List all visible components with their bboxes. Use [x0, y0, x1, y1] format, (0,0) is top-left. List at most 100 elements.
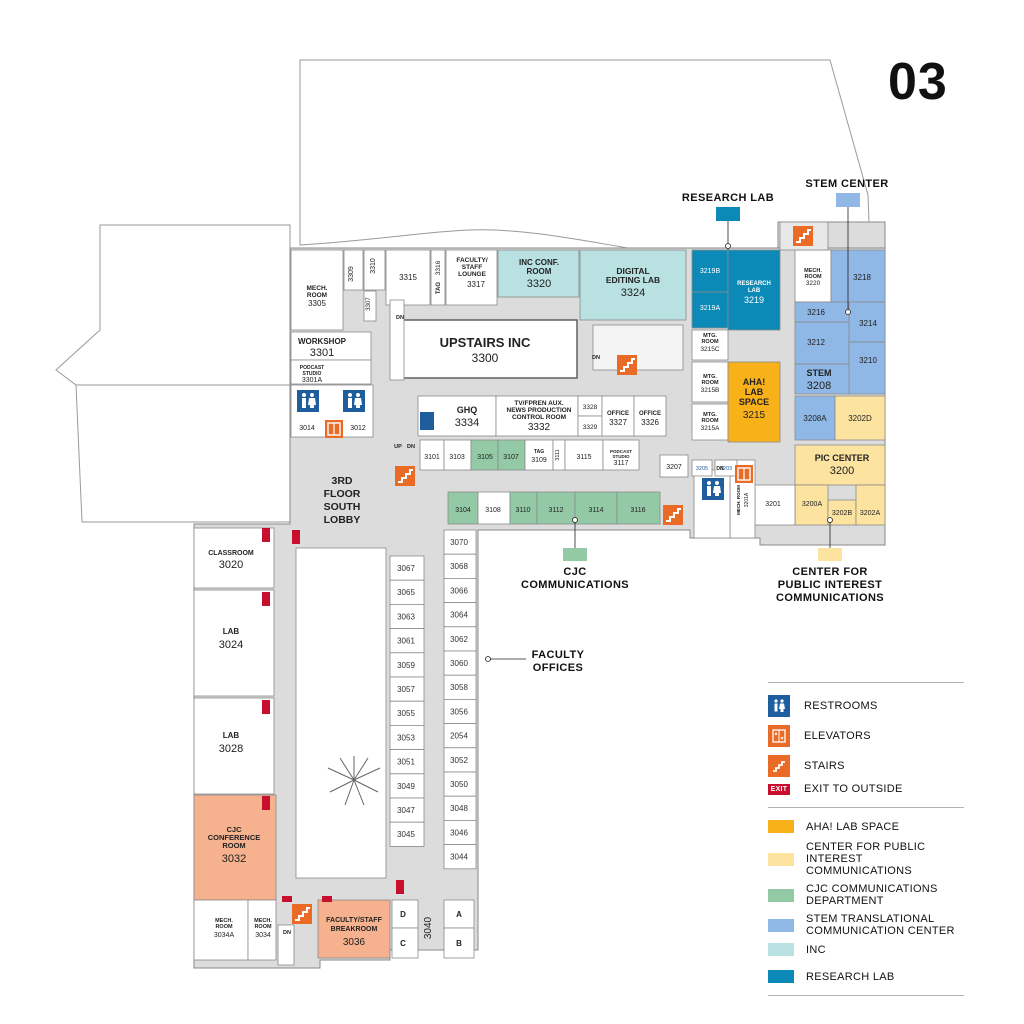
- num-3200a: 3200A: [802, 501, 823, 508]
- num-3202a: 3202A: [860, 510, 881, 517]
- label-3219a: RESEARCH: [737, 281, 771, 287]
- label-3300: UPSTAIRS INC: [440, 335, 531, 350]
- aha-swatch: [768, 820, 794, 833]
- label-3024: LAB: [223, 627, 240, 636]
- label-3032c: ROOM: [222, 841, 245, 850]
- num-3034: 3034: [255, 932, 271, 939]
- stairs-icon: [616, 354, 638, 376]
- num-3202d: 3202D: [848, 414, 872, 423]
- faculty-office-number: 3047: [397, 806, 415, 815]
- num-3208: 3208: [807, 380, 831, 392]
- num-3332: 3332: [528, 422, 551, 433]
- label-3320b: ROOM: [527, 267, 552, 276]
- label-3220a: MECH.: [804, 268, 822, 274]
- num-3114: 3114: [588, 507, 603, 514]
- stem-center-swatch: [836, 193, 860, 207]
- num-3215a: 3215A: [701, 425, 720, 432]
- elevator-icon: [768, 725, 790, 747]
- faculty-office-number: 3052: [450, 756, 468, 765]
- legend-stem-l1: STEM TRANSLATIONAL: [806, 913, 935, 925]
- rooms-south-west: [193, 527, 475, 966]
- faculty-office-number: 3067: [397, 564, 415, 573]
- legend-stairs: STAIRS: [768, 755, 964, 777]
- label-3320a: INC CONF.: [519, 258, 559, 267]
- faculty-office-room: [443, 820, 477, 846]
- label-3036b: BREAKROOM: [331, 926, 378, 933]
- label-c: C: [400, 939, 406, 948]
- callout-center-public-interest: CENTER FOR PUBLIC INTEREST COMMUNICATION…: [762, 566, 898, 605]
- faculty-office-room: [389, 821, 425, 847]
- label-3201a: MECH. ROOM: [736, 485, 741, 515]
- cjc-swatch: [768, 888, 794, 902]
- stairs-icon: [792, 225, 814, 247]
- label-3301: WORKSHOP: [298, 337, 347, 346]
- num-3103: 3103: [449, 454, 465, 461]
- faculty-office-number: 3049: [397, 782, 415, 791]
- faculty-office-room: [443, 626, 477, 652]
- num-3326: 3326: [641, 418, 659, 427]
- label-3305: MECH.: [307, 285, 328, 292]
- exit-sign: [262, 700, 270, 714]
- callout-center-line1: CENTER FOR: [792, 566, 868, 578]
- exit-sign: [262, 528, 270, 542]
- num-3320: 3320: [527, 278, 551, 290]
- num-3328: 3328: [583, 404, 598, 411]
- label-lobby-1: 3RD: [331, 475, 352, 487]
- legend-research-label: RESEARCH LAB: [806, 970, 895, 983]
- faculty-office-number: 3048: [450, 804, 468, 813]
- legend-exit-label: EXIT TO OUTSIDE: [804, 783, 903, 795]
- num-3317: 3317: [467, 280, 485, 289]
- label-3117b: STUDIO: [612, 454, 630, 459]
- legend-inc: INC: [768, 943, 964, 956]
- label-3032b: CONFERENCE: [208, 833, 261, 842]
- faculty-office-number: 3068: [450, 562, 468, 571]
- legend-research: RESEARCH LAB: [768, 970, 964, 983]
- label-3317b: STAFF: [462, 264, 482, 271]
- tag-label-2: TAG: [534, 449, 544, 455]
- legend-stairs-label: STAIRS: [804, 760, 845, 772]
- num-3316: 3316: [435, 260, 442, 275]
- label-3117a: PODCAST: [610, 449, 632, 454]
- label-3215c-1: MTG.: [703, 333, 717, 339]
- label-3200: PIC CENTER: [815, 453, 870, 463]
- faculty-office-room: [389, 773, 425, 799]
- exit-icon: EXIT: [768, 783, 790, 795]
- num-3309: 3309: [348, 266, 355, 282]
- callout-research-lab-label: RESEARCH LAB: [681, 192, 775, 204]
- legend-restrooms: RESTROOMS: [768, 695, 964, 717]
- label-dn-2: DN: [396, 315, 404, 321]
- num-3334: 3334: [455, 417, 479, 429]
- floor-number: 03: [888, 53, 948, 111]
- label-lobby-2: FLOOR: [324, 488, 361, 500]
- rooms-middle-corridor: [419, 439, 661, 525]
- num-3108: 3108: [485, 507, 501, 514]
- faculty-office-number: 3044: [450, 853, 468, 862]
- label-3332b: NEWS PRODUCTION: [507, 407, 572, 414]
- faculty-office-number: 3057: [397, 685, 415, 694]
- legend-aha-label: AHA! LAB SPACE: [806, 820, 900, 833]
- faculty-office-number: 3050: [450, 780, 468, 789]
- label-3215b: LAB: [745, 387, 764, 397]
- callout-cjc-line1: CJC: [563, 566, 587, 578]
- exit-sign: [396, 880, 404, 894]
- label-b: B: [456, 939, 462, 948]
- callout-stem-center-label: STEM CENTER: [805, 178, 889, 190]
- label-3324a: DIGITAL: [616, 266, 649, 276]
- label-3032a: CJC: [226, 825, 242, 834]
- label-3036a: FACULTY/STAFF: [326, 917, 382, 924]
- faculty-office-number: 3061: [397, 637, 415, 646]
- faculty-office-room: [443, 771, 477, 797]
- legend-cjc-l2: DEPARTMENT: [806, 895, 884, 907]
- num-3117: 3117: [613, 460, 628, 467]
- label-dn-5: DN: [716, 466, 724, 472]
- label-3332c: CONTROL ROOM: [512, 414, 566, 421]
- label-3301a-2: STUDIO: [303, 371, 322, 377]
- label-3317c: LOUNGE: [458, 271, 486, 278]
- label-3301a-1: PODCAST: [300, 365, 324, 371]
- faculty-office-number: 3060: [450, 659, 468, 668]
- faculty-office-number: 3046: [450, 828, 468, 837]
- faculty-office-number: 3055: [397, 709, 415, 718]
- exit-sign: [262, 592, 270, 606]
- faculty-office-number: 3065: [397, 588, 415, 597]
